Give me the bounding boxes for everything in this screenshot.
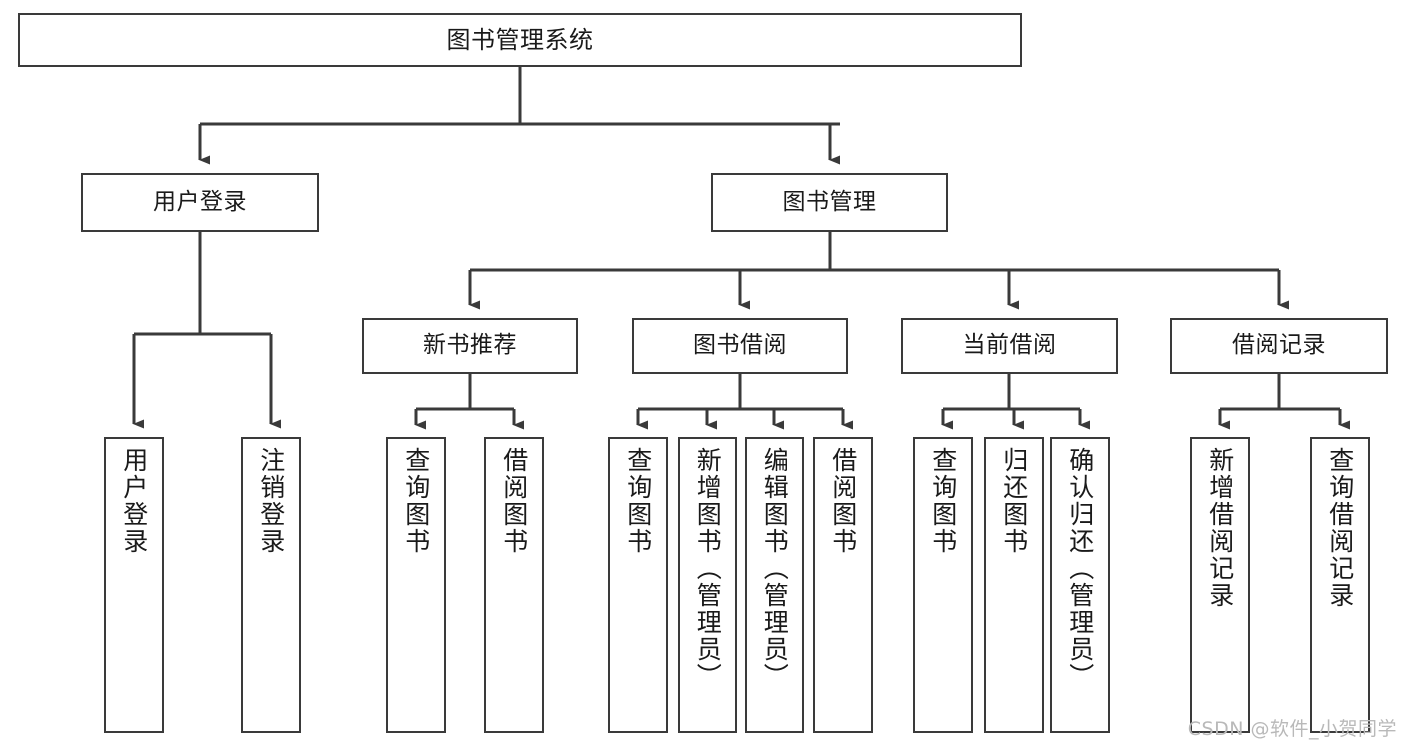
leaf-query-book-3[interactable]: 查询图书 [913,437,973,733]
node-borrow-record-label: 借阅记录 [1232,332,1326,359]
leaf-borrow-book-2[interactable]: 借阅图书 [813,437,873,733]
node-book-borrow[interactable]: 图书借阅 [632,318,848,374]
leaf-query-book-2-label: 查询图书 [623,447,653,555]
node-book-manage[interactable]: 图书管理 [711,173,948,232]
leaf-borrow-book-2-label: 借阅图书 [828,447,858,555]
node-user-login[interactable]: 用户登录 [81,173,319,232]
leaf-query-book-1-label: 查询图书 [401,447,431,555]
leaf-return-book-label: 归还图书 [999,447,1029,555]
leaf-confirm-return[interactable]: 确认归还（管理员） [1050,437,1110,733]
leaf-add-record[interactable]: 新增借阅记录 [1190,437,1250,733]
node-root-label: 图书管理系统 [446,25,594,54]
leaf-query-book-1[interactable]: 查询图书 [386,437,446,733]
leaf-user-login[interactable]: 用户登录 [104,437,164,733]
node-current-borrow[interactable]: 当前借阅 [901,318,1118,374]
node-current-borrow-label: 当前借阅 [962,332,1057,359]
leaf-edit-book-label: 编辑图书（管理员） [760,447,790,690]
node-user-login-label: 用户登录 [153,188,247,215]
leaf-user-login-label: 用户登录 [119,447,149,555]
leaf-logout-label: 注销登录 [256,447,286,555]
node-root[interactable]: 图书管理系统 [18,13,1022,67]
leaf-confirm-return-label: 确认归还（管理员） [1065,447,1095,690]
leaf-query-record[interactable]: 查询借阅记录 [1310,437,1370,733]
leaf-add-record-label: 新增借阅记录 [1205,447,1235,609]
leaf-query-book-2[interactable]: 查询图书 [608,437,668,733]
leaf-add-book[interactable]: 新增图书（管理员） [678,437,737,733]
node-borrow-record[interactable]: 借阅记录 [1170,318,1388,374]
node-new-book-recommend[interactable]: 新书推荐 [362,318,578,374]
leaf-edit-book[interactable]: 编辑图书（管理员） [745,437,804,733]
node-book-manage-label: 图书管理 [782,188,877,215]
leaf-add-book-label: 新增图书（管理员） [693,447,723,690]
leaf-borrow-book-1-label: 借阅图书 [499,447,529,555]
watermark: CSDN @软件_小贺同学 [1187,718,1397,740]
leaf-query-book-3-label: 查询图书 [928,447,958,555]
leaf-borrow-book-1[interactable]: 借阅图书 [484,437,544,733]
node-new-book-recommend-label: 新书推荐 [423,332,517,359]
leaf-logout[interactable]: 注销登录 [241,437,301,733]
leaf-return-book[interactable]: 归还图书 [984,437,1044,733]
leaf-query-record-label: 查询借阅记录 [1325,447,1355,609]
node-book-borrow-label: 图书借阅 [693,332,787,359]
